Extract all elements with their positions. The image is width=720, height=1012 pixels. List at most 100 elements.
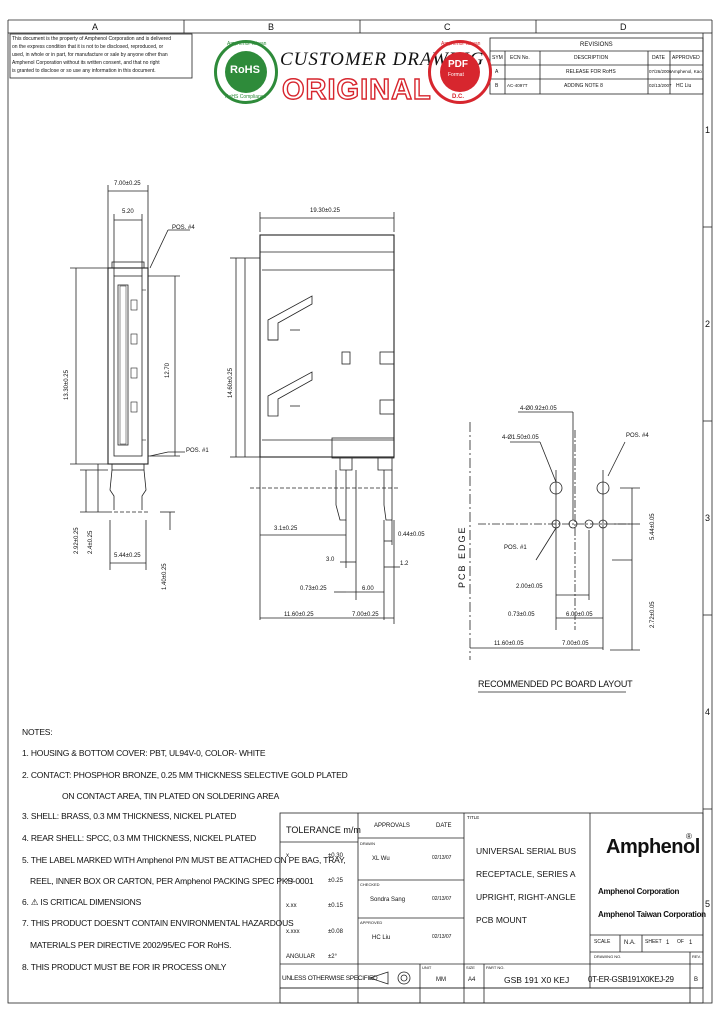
dim-height-left: 13.30±0.25 [64, 370, 70, 400]
pdf-seal-sub: Format [448, 72, 464, 78]
amphenol-registered-mark: ® [686, 832, 692, 841]
grid-col-b: B [268, 22, 275, 32]
tol-key: x.xxx [286, 929, 300, 935]
amphenol-logo: Amphenol [606, 836, 700, 858]
size-value: A4 [468, 977, 476, 983]
grid-row-1: 1 [705, 125, 711, 135]
tol-key: x.x [286, 878, 294, 884]
approved-date: 02/13/07 [432, 934, 452, 940]
note-line: 1. HOUSING & BOTTOM COVER: PBT, UL94V-0,… [22, 748, 266, 758]
rev-row-description: RELEASE FOR RoHS [566, 69, 616, 75]
dim-foot-tail: 1.40±0.25 [162, 563, 168, 590]
dim-1-2: 1.2 [400, 561, 409, 567]
part-value: GSB 191 X0 KEJ [504, 975, 570, 985]
scale-value: N.A. [624, 940, 636, 946]
rev-header-sym: SYM [492, 55, 503, 61]
sheet-total: 1 [689, 940, 693, 946]
pcb-edge-label: PCB EDGE [457, 525, 467, 588]
rev-header-date: DATE [652, 55, 665, 61]
dim-11-60: 11.60±0.25 [284, 612, 314, 618]
grid-row-2: 2 [705, 319, 711, 329]
checked-name: Sondra Sang [370, 897, 406, 903]
pcb-hole-small: 4-Ø0.92±0.05 [520, 406, 557, 412]
date-heading: DATE [436, 823, 452, 829]
tol-value: ±0.08 [328, 929, 343, 935]
rev-row-approved: Amphenol, Kao [671, 69, 702, 74]
note-line: 2. CONTACT: PHOSPHOR BRONZE, 0.25 MM THI… [22, 770, 348, 780]
dim-side-height: 14.60±0.25 [228, 368, 234, 398]
checked-label: CHECKED [360, 882, 380, 887]
approvals-heading: APPROVALS [374, 823, 410, 829]
note-line: MATERIALS PER DIRECTIVE 2002/95/EC FOR R… [30, 940, 232, 950]
pcb-dim-2-00: 2.00±0.05 [516, 584, 543, 590]
title-line: PCB MOUNT [476, 915, 527, 925]
corp-name-2: Amphenol Taiwan Corporation [598, 910, 706, 919]
drawing-value: 0T-ER-GSB191X0KEJ-29 [588, 975, 674, 984]
pcb-dim-6-00: 6.00±0.05 [566, 612, 593, 618]
corp-name-1: Amphenol Corporation [598, 887, 680, 896]
pcb-dim-7-00: 7.00±0.05 [562, 641, 589, 647]
dim-foot-width: 5.44±0.25 [114, 553, 141, 559]
note-line: 8. THIS PRODUCT MUST BE FOR IR PROCESS O… [22, 962, 227, 972]
rev-row-approved: HC Liu [676, 83, 692, 89]
grid-col-d: D [620, 22, 627, 32]
tol-key: x.xx [286, 903, 297, 909]
rev-row-ecn: AC-4097T [507, 83, 528, 88]
title-label: TITLE [467, 815, 480, 820]
rev-header-description: DESCRIPTION [574, 55, 609, 61]
dim-7-00: 7.00±0.25 [352, 612, 379, 618]
rohs-ring-bottom: RoHS Compliance [225, 94, 267, 100]
drawn-name: XL Wu [372, 856, 390, 862]
dim-foot-b: 2.4±0.25 [88, 530, 94, 554]
tol-value: ±0.25 [328, 878, 343, 884]
drawn-label: DRAWN [360, 841, 375, 846]
rev-label: REV. [692, 954, 701, 959]
dim-0-73: 0.73±0.25 [300, 586, 327, 592]
pcb-dim-5-44: 5.44±0.05 [650, 513, 656, 540]
note-line: 7. THIS PRODUCT DOESN'T CONTAIN ENVIRONM… [22, 918, 294, 928]
rohs-ring-top: Amphenol Taiwan [227, 41, 267, 47]
dim-height-inner: 12.70 [165, 362, 171, 378]
grid-col-a: A [92, 22, 99, 32]
rev-row-date: 02/13/2007 [649, 83, 672, 88]
dim-0-44: 0.44±0.05 [398, 532, 425, 538]
title-line: RECEPTACLE, SERIES A [476, 869, 576, 879]
label-pos4-front: POS. #4 [172, 225, 195, 231]
note-line: ON CONTACT AREA, TIN PLATED ON SOLDERING… [62, 791, 280, 801]
note-line: 5. THE LABEL MARKED WITH Amphenol P/N MU… [22, 855, 346, 865]
grid-col-c: C [444, 22, 451, 32]
confidential-line: This document is the property of Ampheno… [12, 36, 171, 42]
pcb-pos4: POS. #4 [626, 433, 649, 439]
confidential-line: on the express condition that it is not … [12, 44, 164, 50]
rohs-seal-text: RoHS [230, 64, 260, 76]
rev-header-ecn: ECN No. [510, 55, 530, 61]
rev-row-sym: A [495, 69, 499, 75]
revisions-title: REVISIONS [580, 42, 613, 48]
unit-label: UNIT [422, 965, 432, 970]
grid-row-5: 5 [705, 899, 711, 909]
scale-label: SCALE [594, 939, 611, 945]
drawing-label: DRAWING NO. [594, 954, 622, 959]
pcb-dim-0-73: 0.73±0.05 [508, 612, 535, 618]
note-line: 6. ⚠ IS CRITICAL DIMENSIONS [22, 897, 142, 907]
dim-inner-width: 5.20 [122, 209, 134, 215]
tol-value: ±0.15 [328, 903, 343, 909]
dim-3-1: 3.1±0.25 [274, 526, 298, 532]
original-stamp: ORIGINAL [281, 74, 432, 106]
rev-value: B [694, 977, 699, 983]
rev-row-description: ADDING NOTE 8 [564, 83, 603, 89]
confidential-line: is granted to disclose or so use any inf… [12, 68, 156, 74]
dim-3-0: 3.0 [326, 557, 335, 563]
title-line: UNIVERSAL SERIAL BUS [476, 846, 576, 856]
dim-top-width: 7.00±0.25 [114, 181, 141, 187]
sheet-value: 1 [666, 940, 670, 946]
rev-row-date: 07/26/2006 [649, 69, 672, 74]
size-label: SIZE [466, 965, 475, 970]
label-pos1-front: POS. #1 [186, 448, 209, 454]
dim-side-length: 19.30±0.25 [310, 208, 340, 214]
pdf-seal-dc: D.C. [452, 94, 464, 100]
sheet-label: SHEET [645, 939, 662, 945]
tol-value: ±0.30 [328, 853, 343, 859]
confidential-line: Amphenol Corporation without its written… [12, 60, 160, 66]
